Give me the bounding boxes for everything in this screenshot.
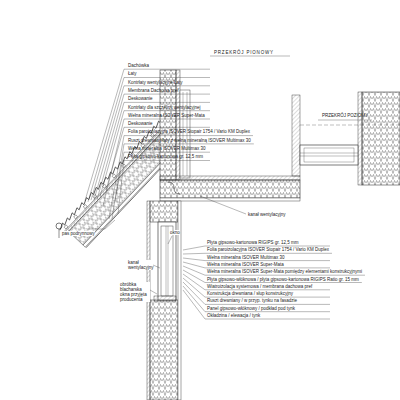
part-label: obróbka blacharska okna przyjęta produce…: [120, 282, 150, 302]
layer-label: Dachówka: [128, 63, 149, 68]
part-label: pas podrynnowy: [62, 231, 95, 236]
layer-label: Okładzina / elewacja / tynk: [207, 313, 260, 318]
layer-label: Folia paroizolacyjna ISOVER Stopair 1754…: [207, 247, 329, 252]
layer-label: Membrana Dachowa pref: [128, 88, 179, 93]
layer-label: Wełna mineralna ISOVER Super-Mata pomięd…: [207, 269, 362, 274]
layer-label: Wiatroizolacja systemowa / membrana dach…: [207, 284, 312, 289]
layer-label: Wełna mineralna ISOVER Multimax 30: [207, 255, 284, 260]
layer-label: Deskowanie: [128, 96, 153, 101]
section-title: PRZEKRÓJ POZIOMY: [322, 113, 368, 118]
layer-label: Wełna mineralna ISOVER Super-Mata: [207, 262, 284, 267]
layer-label: Ruszt drewniany/łaty z wełną mineralną I…: [128, 138, 251, 143]
roof-layers: [58, 101, 160, 252]
layer-label: Kontrłaty wentylacyjne/Łaty: [128, 80, 183, 85]
layer-label: Płyta gipsowo-kartonowa RIGIPS gr. 12,5 …: [207, 240, 299, 245]
layer-label: Panel gipsowo-włóknowy / podkład pod tyn…: [207, 306, 295, 311]
layer-label: Płyta gipsowo-kartonowa gr. 12,5 mm: [128, 154, 203, 159]
layer-label: Deskowanie: [128, 121, 153, 126]
part-label: kanał wentylacyjny: [248, 212, 286, 217]
layer-label: Wełna mineralna ISOVER Multimax 30: [128, 146, 205, 151]
layer-label: Łaty: [128, 71, 137, 76]
layer-label: Ruszt drewniany / w przyp. tynku na fasa…: [207, 298, 297, 303]
layer-label: Kontrłaty dla szczeliny wentylacyjnej: [128, 105, 201, 110]
layer-label: Płyta gipsowo-włóknowa / płyta gipsowo-k…: [207, 277, 359, 282]
layer-label: Wełna mineralna ISOVER Super-Mata: [128, 113, 205, 118]
part-label: kanał wentylacyjny: [128, 260, 153, 270]
layer-label: Folia paroizolacyjna ISOVER Stopair 1754…: [128, 129, 250, 134]
section-title: PRZEKRÓJ PIONOWY: [214, 50, 274, 55]
part-label: okno: [170, 230, 180, 235]
layer-label: Konstrukcja drewniana / słup konstrukcyj…: [207, 291, 293, 296]
